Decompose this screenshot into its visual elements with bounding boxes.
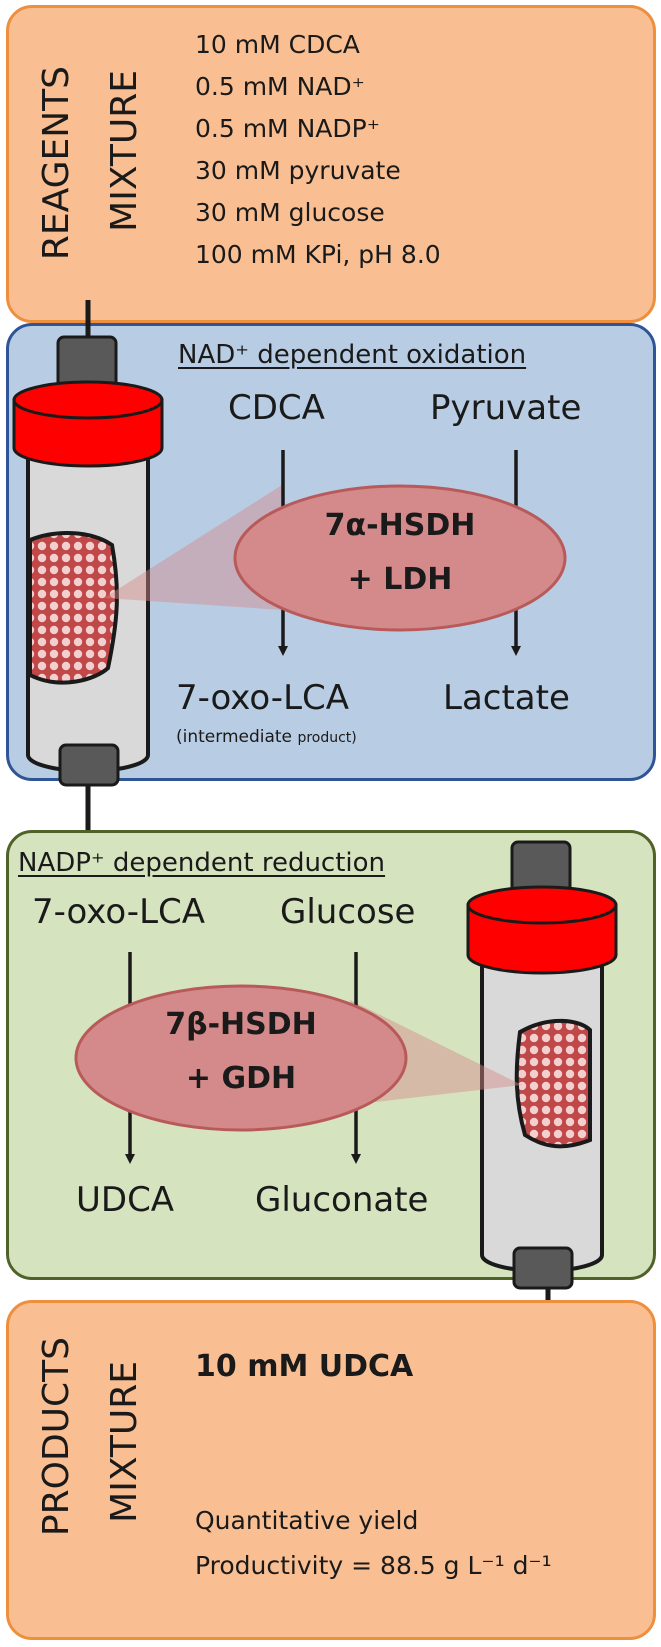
oxidation-substrate-left: CDCA <box>228 388 325 428</box>
zoom-wedge-1 <box>104 485 282 610</box>
oxidation-product-left: 7-oxo-LCA <box>176 678 350 718</box>
oxidation-product-right: Lactate <box>443 678 570 718</box>
products-productivity: Productivity = 88.5 g L⁻¹ d⁻¹ <box>195 1551 552 1580</box>
reagents-list: 10 mM CDCA 0.5 mM NAD⁺ 0.5 mM NADP⁺ 30 m… <box>195 24 441 276</box>
column-2-bottom-connector <box>512 1246 574 1290</box>
products-yield: Quantitative yield <box>195 1506 419 1535</box>
reduction-product-right: Gluconate <box>255 1180 429 1220</box>
enzyme-ellipse-reduction <box>74 984 408 1132</box>
column-2-immobilized-beads <box>514 1018 592 1149</box>
reduction-substrate-right: Glucose <box>280 892 416 932</box>
reagent-item: 0.5 mM NADP⁺ <box>195 114 380 143</box>
enzyme-reduction-line1: 7β-HSDH <box>165 1007 317 1042</box>
column-1 <box>12 300 164 787</box>
enzyme-reduction-line2: + GDH <box>185 1061 297 1096</box>
reagent-item: 100 mM KPi, pH 8.0 <box>195 240 441 269</box>
note-intermediate: (intermediate <box>176 727 293 747</box>
oxidation-product-left-note: (intermediate product) <box>176 727 357 747</box>
column-1-bottom-connector <box>58 743 120 787</box>
oxidation-substrate-right: Pyruvate <box>430 388 582 428</box>
column-1-immobilized-beads <box>28 531 119 685</box>
reduction-substrate-left: 7-oxo-LCA <box>32 892 206 932</box>
enzyme-oxidation-line2: + LDH <box>347 562 453 597</box>
reduction-product-left: UDCA <box>76 1180 175 1220</box>
products-main: 10 mM UDCA <box>195 1349 414 1384</box>
reagent-item: 10 mM CDCA <box>195 30 360 59</box>
note-product: product) <box>297 730 357 746</box>
reagent-item: 0.5 mM NAD⁺ <box>195 72 365 101</box>
column-2 <box>466 840 618 1290</box>
enzyme-oxidation-line1: 7α-HSDH <box>324 508 476 543</box>
reagents-mixture-box: REAGENTS MIXTURE 10 mM CDCA 0.5 mM NAD⁺ … <box>6 5 656 323</box>
reduction-title: NADP⁺ dependent reduction <box>18 848 386 878</box>
reagent-item: 30 mM glucose <box>195 198 385 227</box>
oxidation-title: NAD⁺ dependent oxidation <box>178 340 527 370</box>
reagent-item: 30 mM pyruvate <box>195 156 401 185</box>
products-mixture-box: PRODUCTS MIXTURE 10 mM UDCA Quantitative… <box>6 1300 656 1640</box>
enzyme-ellipse-oxidation <box>233 484 567 632</box>
